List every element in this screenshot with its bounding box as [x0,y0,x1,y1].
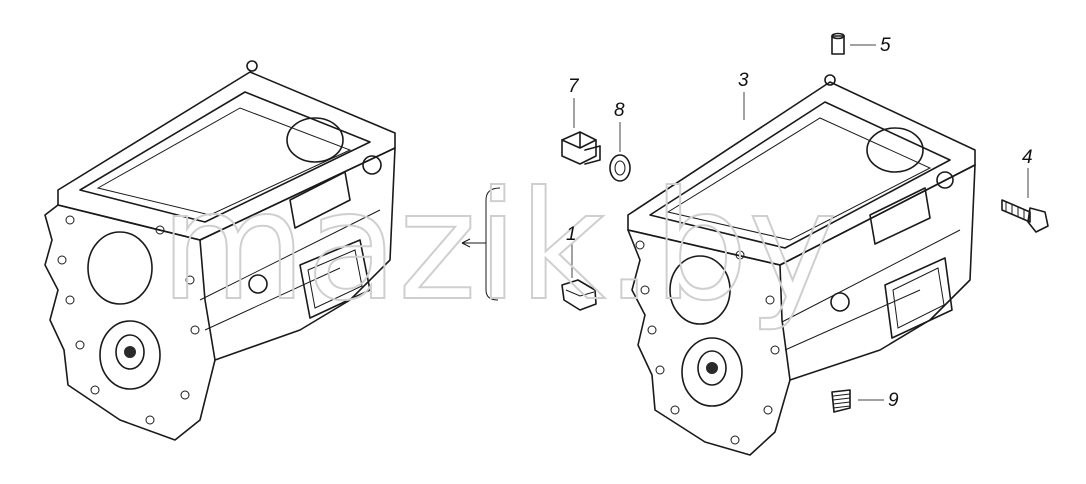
housing-left [44,60,396,441]
housing-right [627,74,976,456]
part-1-plug [561,279,597,311]
callout-1: 1 [566,224,577,245]
part-5-pin [831,32,845,55]
callout-3: 3 [738,70,749,91]
watermark: mazik.by [160,160,837,334]
part-8-washer [609,154,631,182]
part-7-plug [561,131,601,165]
bracket-arrow [461,238,486,248]
callout-8: 8 [614,100,625,121]
leader-lines [571,44,1029,401]
callouts: 7 8 3 5 4 1 9 [566,35,1033,411]
callout-7: 7 [568,76,580,97]
part-9-plug [831,389,851,413]
callout-5: 5 [880,35,891,56]
callout-9: 9 [888,390,899,411]
callout-4: 4 [1022,147,1033,168]
bracket [485,187,501,301]
part-4-bolt [1001,199,1049,233]
